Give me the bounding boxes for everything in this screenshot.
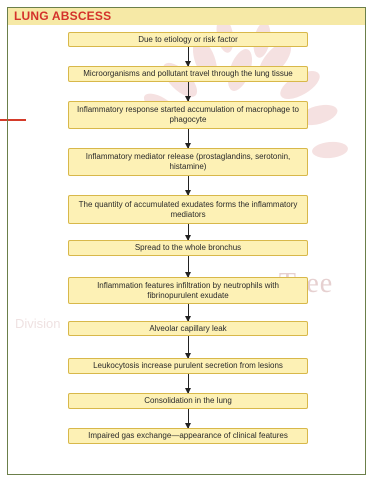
flow-arrow-4 (185, 176, 191, 196)
flow-step-9: Leukocytosis increase purulent secretion… (68, 358, 308, 374)
flow-step-2: Microorganisms and pollutant travel thro… (68, 66, 308, 82)
flow-step-1: Due to etiology or risk factor (68, 32, 308, 47)
flow-arrow-6 (185, 256, 191, 278)
flow-step-11: Impaired gas exchange—appearance of clin… (68, 428, 308, 444)
flow-step-6: Spread to the whole bronchus (68, 240, 308, 256)
title-bar (7, 7, 366, 25)
diagram-title: LUNG ABSCESS (14, 9, 112, 23)
red-rule (0, 119, 26, 121)
flow-arrow-7 (185, 304, 191, 322)
flow-arrow-3 (185, 129, 191, 149)
flow-step-4: Inflammatory mediator release (prostagla… (68, 148, 308, 176)
flow-arrow-10 (185, 409, 191, 429)
flow-arrow-2 (185, 82, 191, 102)
flow-step-8: Alveolar capillary leak (68, 321, 308, 336)
flow-arrow-5 (185, 224, 191, 241)
flow-arrow-8 (185, 336, 191, 359)
flow-step-5: The quantity of accumulated exudates for… (68, 195, 308, 224)
flow-step-7: Inflammation features infiltration by ne… (68, 277, 308, 304)
flow-step-3: Inflammatory response started accumulati… (68, 101, 308, 129)
flow-arrow-9 (185, 374, 191, 394)
flow-step-10: Consolidation in the lung (68, 393, 308, 409)
flow-arrow-1 (185, 47, 191, 67)
